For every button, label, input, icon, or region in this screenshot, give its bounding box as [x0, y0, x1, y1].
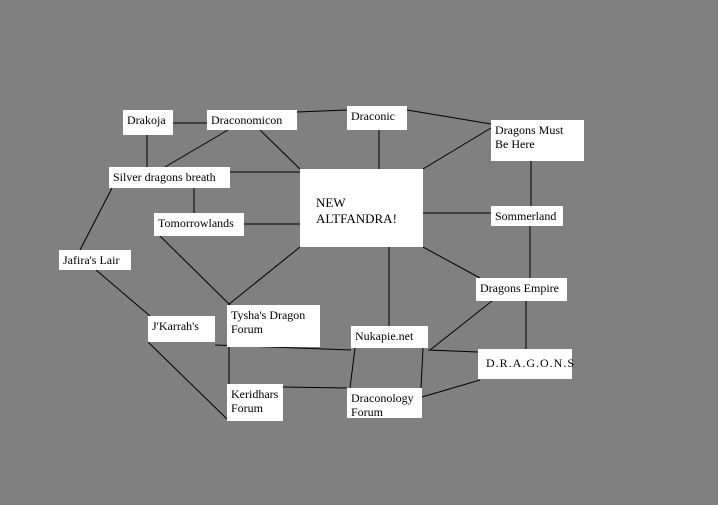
- connection-line: [422, 127, 492, 170]
- node-draconology-forum: Draconology Forum: [347, 388, 422, 419]
- node-silver-dragons-breath: Silver dragons breath: [109, 167, 230, 188]
- connection-line: [282, 386, 348, 389]
- node-dragons-empire: Dragons Empire: [476, 278, 567, 301]
- node-draconomicon: Draconomicon: [207, 110, 297, 130]
- node-draconic: Draconic: [347, 106, 407, 130]
- node-new-altfandra: NEW ALTFANDRA!: [300, 169, 423, 247]
- node-jafiras-lair: Jafira's Lair: [59, 250, 131, 270]
- connection-line: [147, 341, 229, 421]
- node-sommerland: Sommerland: [491, 206, 563, 226]
- node-keridhars-forum: Keridhars Forum: [227, 384, 283, 421]
- node-drakoja: Drakoja: [123, 110, 173, 135]
- connection-line: [427, 349, 479, 353]
- connection-line: [422, 246, 481, 279]
- node-dragons-must-be-here: Dragons Must Be Here: [491, 120, 584, 161]
- node-tyshas-dragon-forum: Tysha's Dragon Forum: [227, 305, 320, 347]
- connection-line: [420, 347, 424, 389]
- connection-line: [164, 129, 229, 168]
- connection-line: [429, 300, 493, 351]
- node-tomorrowlands: Tomorrowlands: [154, 213, 244, 236]
- connection-line: [259, 129, 301, 170]
- node-dragons-abbr: D.R.A.G.O.N.S: [478, 349, 574, 379]
- connection-line: [296, 109, 348, 113]
- node-nukapie-net: Nukapie.net: [351, 326, 428, 348]
- connection-line: [406, 109, 492, 125]
- connection-line: [79, 187, 113, 251]
- connection-line: [227, 246, 301, 306]
- connection-line: [349, 347, 356, 389]
- connection-line: [95, 269, 151, 317]
- connection-line: [159, 235, 231, 306]
- connection-line: [421, 379, 481, 398]
- node-jkarrahs: J'Karrah's: [148, 316, 215, 342]
